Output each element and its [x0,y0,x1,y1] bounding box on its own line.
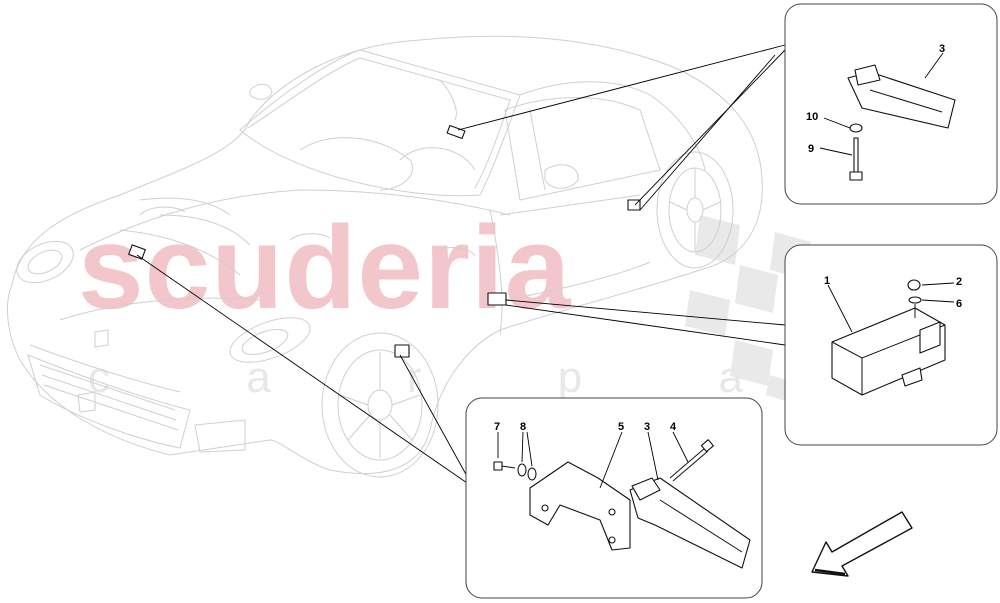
front-arrow-icon [811,511,913,577]
callout-label: 3 [644,421,650,433]
callout-label: 1 [824,275,830,287]
callout-label: 5 [618,421,624,433]
leader-lines [136,44,786,486]
callout-label: 2 [956,276,962,288]
detail-panel-top [784,3,998,205]
callout-label: 7 [494,421,500,433]
callout-label: 3 [939,43,945,55]
car-outline [7,35,763,478]
callout-label: 4 [670,421,677,433]
callout-label: 10 [806,111,818,123]
detail-panel-bottom [465,397,763,599]
detail-panel-right [784,244,998,446]
car-sensor-markers [128,124,641,358]
callout-label: 8 [520,421,526,433]
callout-label: 9 [808,143,814,155]
watermark-brand: scuderia [78,202,572,334]
callout-label: 6 [956,298,962,310]
